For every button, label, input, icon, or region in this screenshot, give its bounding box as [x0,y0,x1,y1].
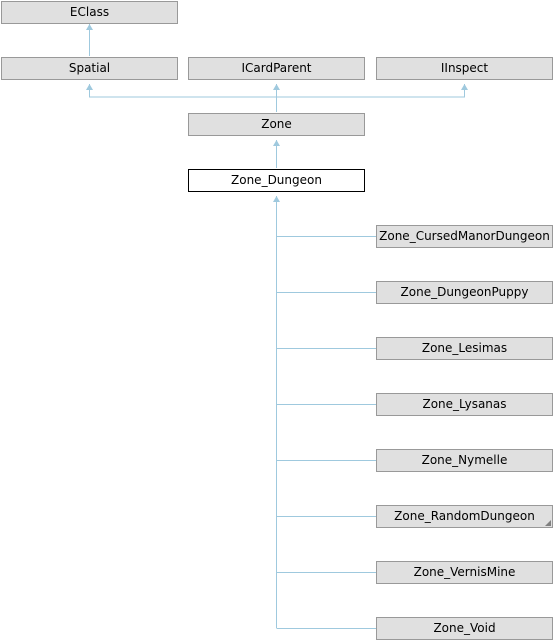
node-icardparent[interactable]: ICardParent [188,57,365,80]
arrowhead-eclass [86,24,93,30]
node-label: Zone_RandomDungeon [394,509,535,523]
node-zone-void[interactable]: Zone_Void [376,617,553,640]
arrowhead-zone [273,140,280,146]
arrowhead-iinspect [461,84,468,90]
node-zone-vernis-mine[interactable]: Zone_VernisMine [376,561,553,584]
node-zone-random-dungeon[interactable]: Zone_RandomDungeon [376,505,553,528]
node-zone-nymelle[interactable]: Zone_Nymelle [376,449,553,472]
node-zone-dungeon-puppy[interactable]: Zone_DungeonPuppy [376,281,553,304]
node-zone-lesimas[interactable]: Zone_Lesimas [376,337,553,360]
node-zone-lysanas[interactable]: Zone_Lysanas [376,393,553,416]
has-subclasses-corner-icon [545,520,551,526]
node-zone-cursed-manor-dungeon[interactable]: Zone_CursedManorDungeon [376,225,553,248]
node-zone-dungeon: Zone_Dungeon [188,169,365,192]
node-iinspect[interactable]: IInspect [376,57,553,80]
arrowhead-zone-dungeon [273,196,280,202]
node-zone[interactable]: Zone [188,113,365,136]
arrowhead-icardparent [273,84,280,90]
node-spatial[interactable]: Spatial [1,57,178,80]
node-eclass[interactable]: EClass [1,1,178,24]
arrowhead-spatial [86,84,93,90]
